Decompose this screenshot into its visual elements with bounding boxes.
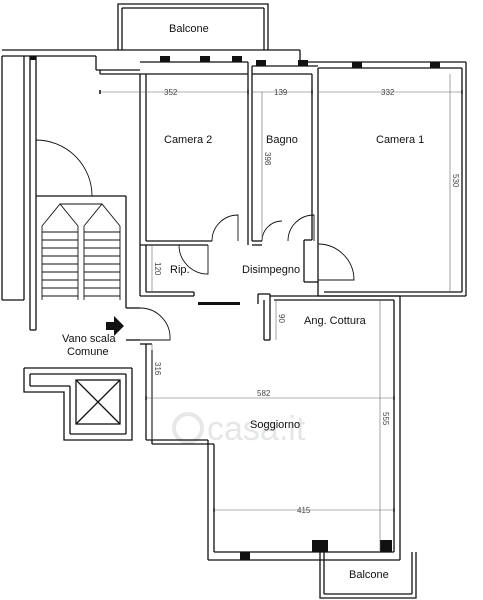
dim-ang-cottura-height: 90	[277, 314, 286, 323]
room-labels: Balcone Camera 2 Bagno Camera 1 Rip. Dis…	[62, 23, 424, 581]
room-label-ang-cottura: Ang. Cottura	[304, 315, 367, 327]
dimension-lines	[100, 74, 462, 552]
room-label-balcone-top: Balcone	[169, 23, 209, 35]
entrance-arrow-icon	[106, 316, 124, 336]
room-label-camera1: Camera 1	[376, 134, 424, 146]
dimension-labels: 352 139 332 398 530 120 90 316 582 555 4…	[153, 88, 460, 515]
room-label-rip: Rip.	[170, 264, 190, 276]
room-label-bagno: Bagno	[266, 134, 298, 146]
dim-soggiorno-bottom-width: 415	[297, 506, 311, 515]
room-label-disimpegno: Disimpegno	[242, 264, 300, 276]
watermark-text: casa.it	[207, 410, 306, 448]
watermark: casa.it	[172, 410, 306, 448]
dim-soggiorno-height: 555	[381, 412, 390, 426]
dim-bagno-width: 139	[274, 88, 288, 97]
dim-soggiorno-width: 582	[257, 389, 271, 398]
dim-rip-height: 120	[153, 262, 162, 276]
dimension-ticks	[99, 90, 463, 512]
dim-camera1-width: 332	[381, 88, 395, 97]
doors	[35, 139, 355, 341]
room-label-vano-scala: Vano scala	[62, 333, 116, 345]
wall-fills	[30, 56, 440, 560]
room-label-camera2: Camera 2	[164, 134, 212, 146]
room-label-comune: Comune	[67, 346, 109, 358]
room-label-balcone-bottom: Balcone	[349, 569, 389, 581]
room-label-soggiorno: Soggiorno	[250, 419, 300, 431]
dim-camera1-height: 530	[451, 174, 460, 188]
walls	[1, 3, 467, 599]
dim-camera2-width: 352	[164, 88, 178, 97]
dim-soggiorno-left-height: 316	[153, 362, 162, 376]
staircase	[41, 203, 121, 300]
dim-bagno-height: 398	[263, 152, 272, 166]
